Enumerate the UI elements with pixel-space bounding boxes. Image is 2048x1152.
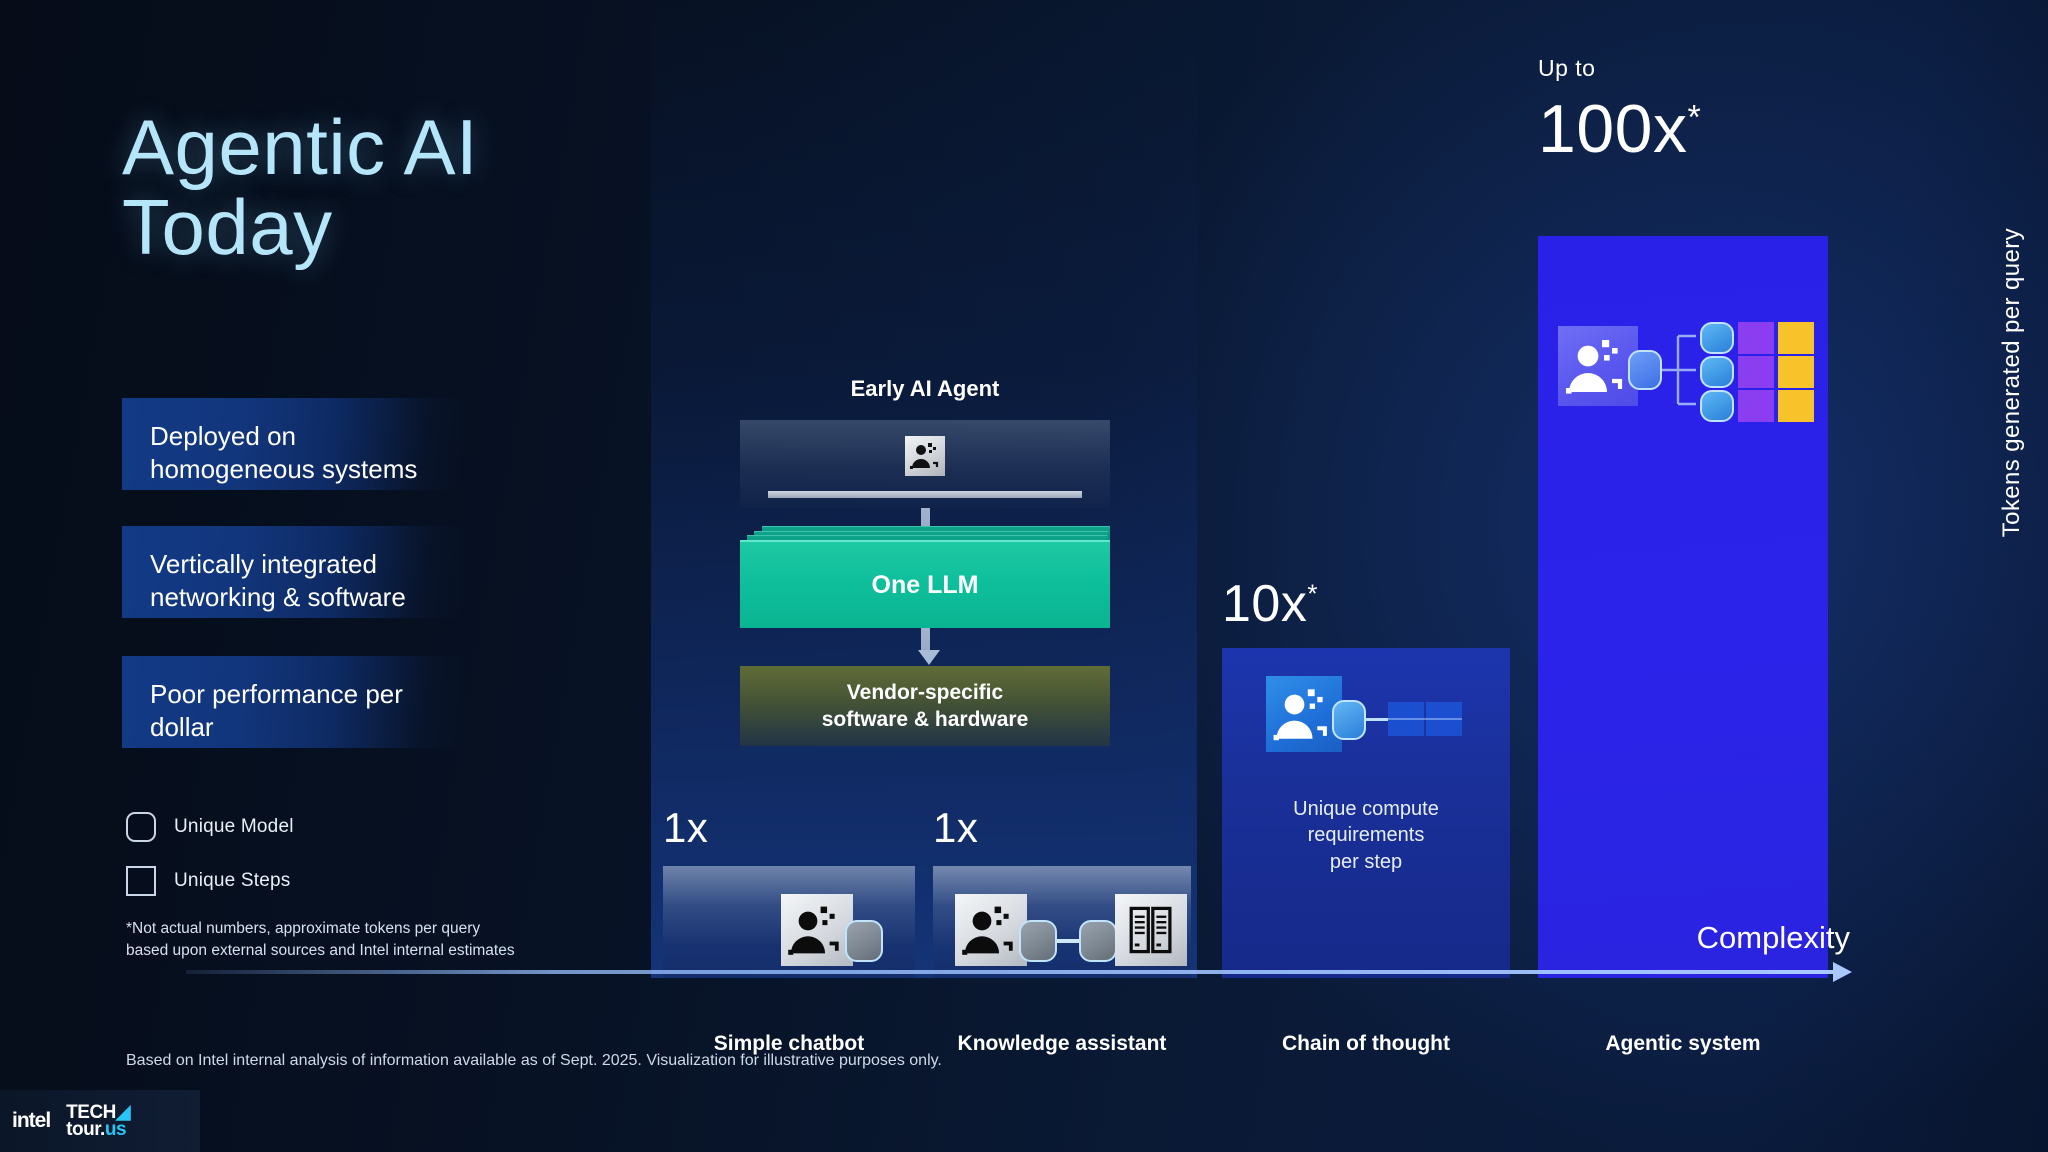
category-label-agentic-system: Agentic system — [1605, 1032, 1761, 1055]
source-note: Based on Intel internal analysis of info… — [126, 1052, 942, 1069]
intel-logo: intel — [12, 1109, 51, 1132]
bullet-card-3: Poor performance per dollar — [122, 656, 462, 748]
ai-agent-icon-knowledge — [955, 894, 1027, 966]
bar-chain-of-thought: Unique compute requirements per step — [1222, 648, 1510, 978]
agent-panel: Early AI Agent — [740, 376, 1110, 508]
connector-line-cot — [1366, 718, 1388, 721]
bullet-text-2: Vertically integrated networking & softw… — [150, 549, 406, 613]
legend-item-unique-steps: Unique Steps — [126, 866, 290, 896]
x-axis-label: Complexity — [1696, 920, 1850, 955]
legend-label-unique-model: Unique Model — [174, 816, 294, 837]
footnote: *Not actual numbers, approximate tokens … — [126, 920, 515, 959]
techtour-dot-icon: ◢ — [115, 1101, 131, 1123]
bar-simple-chatbot — [663, 866, 915, 978]
unique-step-node-2 — [1700, 356, 1734, 388]
techtour-line-2: tour. — [66, 1119, 105, 1140]
techtour-logo: TECH◢ tour.us — [66, 1101, 131, 1140]
tree-connector-icon — [1662, 334, 1696, 406]
y-axis-label: Tokens generated per query — [1998, 228, 2025, 538]
one-llm-label: One LLM — [871, 570, 979, 599]
ai-agent-icon — [905, 436, 945, 476]
bar-value-label-chain-of-thought: 10x* — [1222, 574, 1318, 634]
unique-model-node-agentic — [1628, 350, 1662, 390]
unique-step-block-yellow-2 — [1778, 356, 1814, 388]
bar-knowledge-assistant — [933, 866, 1191, 978]
bullet-text-3: Poor performance per dollar — [150, 679, 403, 743]
legend-label-unique-steps: Unique Steps — [174, 870, 291, 891]
bullet-card-1: Deployed on homogeneous systems — [122, 398, 462, 490]
unique-step-block-purple-1 — [1738, 322, 1774, 354]
rounded-square-outline-icon — [126, 812, 156, 842]
x-axis-line — [186, 970, 1846, 974]
bullet-text-1: Deployed on homogeneous systems — [150, 421, 418, 485]
early-ai-agent-diagram: Early AI Agent One — [740, 376, 1110, 746]
unique-model-node-knowledge-b — [1079, 920, 1117, 962]
agent-divider-bar — [768, 491, 1082, 498]
category-label-knowledge-assistant: Knowledge assistant — [957, 1032, 1167, 1055]
vendor-line-1: Vendor-specific — [846, 680, 1004, 704]
bar-agentic-system — [1538, 236, 1828, 978]
legend-item-unique-model: Unique Model — [126, 812, 294, 842]
agent-label: Early AI Agent — [850, 376, 1000, 401]
bar-value-label-knowledge-assistant: 1x — [933, 804, 979, 851]
one-llm-stack: One LLM — [740, 526, 1110, 628]
unique-model-node-cot — [1332, 700, 1366, 740]
ai-agent-icon-chatbot — [781, 894, 853, 966]
bar-prefix-label-agentic-system: Up to — [1538, 55, 1596, 81]
vendor-specific-panel: Vendor-specific software & hardware — [740, 666, 1110, 746]
down-arrow-icon-2 — [918, 628, 940, 665]
square-outline-icon — [126, 866, 156, 896]
unique-step-block-yellow-3 — [1778, 390, 1814, 422]
logo-bar: intel TECH◢ tour.us — [0, 1090, 200, 1152]
agentic-value-text: 100x* — [1538, 91, 1702, 167]
unique-step-divider-cot — [1388, 718, 1462, 720]
right-arrow-icon — [1833, 962, 1852, 982]
unique-step-node-3 — [1700, 390, 1734, 422]
unique-step-block-purple-2 — [1738, 356, 1774, 388]
connector-line-knowledge — [1057, 939, 1079, 943]
unique-step-node-1 — [1700, 322, 1734, 354]
bar-value-label-agentic-system: 100x* — [1538, 90, 1701, 168]
unique-step-block-purple-3 — [1738, 390, 1774, 422]
cot-value-text: 10x* — [1222, 575, 1318, 633]
bar-value-label-simple-chatbot: 1x — [663, 804, 709, 851]
techtour-accent: us — [104, 1119, 127, 1140]
annotation-unique-compute: Unique compute requirements per step — [1293, 798, 1439, 873]
page-title: Agentic AI Today — [122, 103, 479, 271]
one-llm-panel: One LLM — [740, 540, 1110, 628]
category-label-chain-of-thought: Chain of thought — [1282, 1032, 1450, 1055]
vendor-line-2: software & hardware — [821, 708, 1029, 731]
techtour-line-1: TECH — [66, 1101, 116, 1123]
ai-agent-icon-agentic — [1558, 326, 1638, 406]
unique-model-node-chatbot — [845, 920, 883, 962]
server-rack-icon-knowledge — [1115, 894, 1187, 966]
bullet-card-2: Vertically integrated networking & softw… — [122, 526, 462, 618]
unique-step-block-yellow-1 — [1778, 322, 1814, 354]
category-label-simple-chatbot: Simple chatbot — [713, 1032, 865, 1055]
ai-agent-icon-cot — [1266, 676, 1342, 752]
unique-model-node-knowledge-a — [1019, 920, 1057, 962]
